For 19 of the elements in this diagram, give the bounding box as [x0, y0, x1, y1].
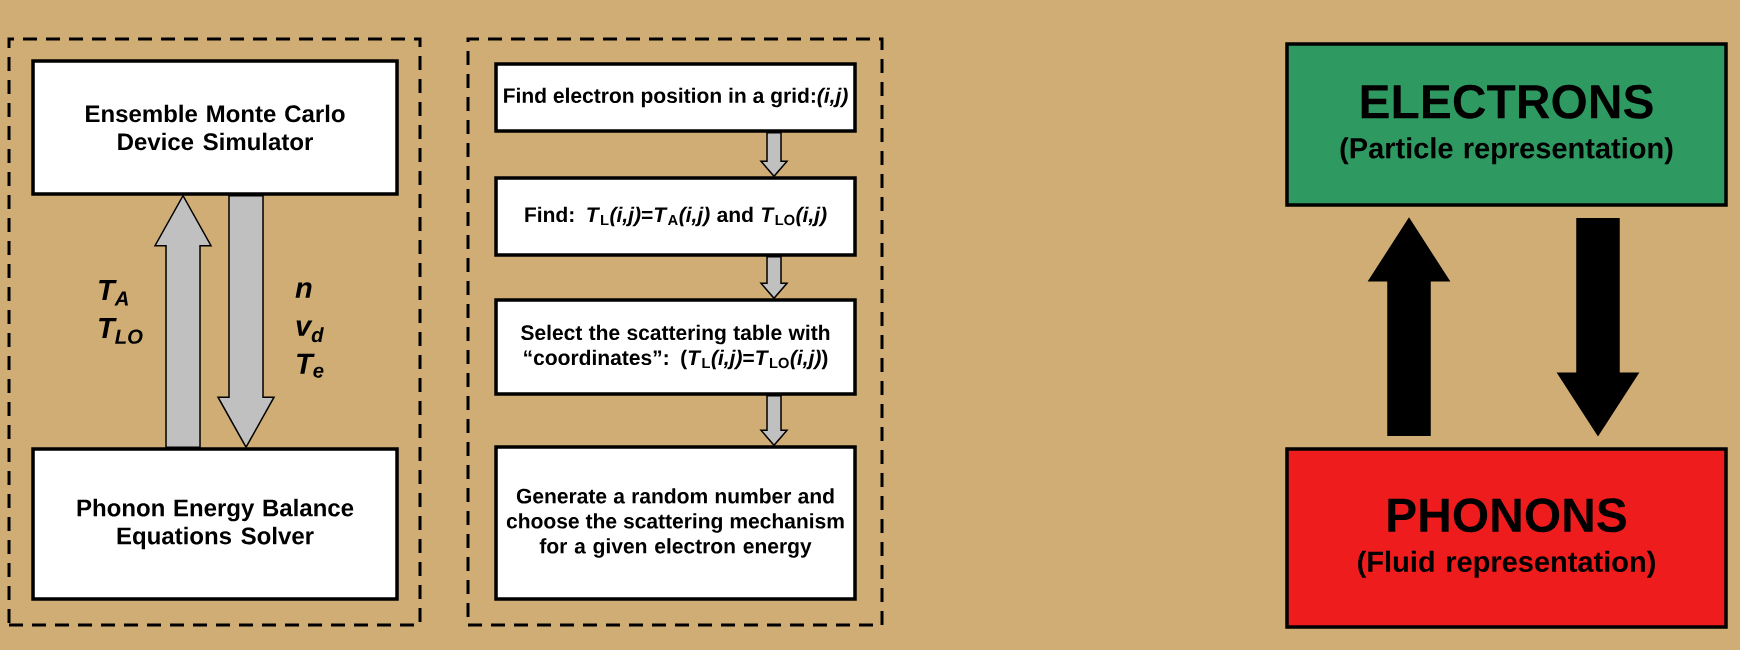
process-box: Ensemble Monte Carlo Device Simulator [31, 59, 399, 196]
edge-label: T$_{A}$ T$_{LO}$ [95, 278, 161, 346]
block-arrow [153, 194, 213, 448]
block-arrow [759, 132, 789, 178]
process-box: Select the scattering table with “coordinates”: (T$_{L}$(i,j)=T$_{LO}$(i,j)) [494, 298, 857, 396]
process-box: Phonon Energy Balance Equations Solver [31, 447, 399, 601]
block-arrow [759, 395, 789, 447]
process-box: Generate a random number and choose the scattering mechanism for a given electron energy [494, 445, 857, 601]
dashed-frame [466, 37, 884, 627]
group-box: ELECTRONS (Particle representation) [1285, 42, 1728, 207]
dashed-frame [7, 37, 422, 627]
edge-label: n v$_{d}$ T$_{e}$ [293, 280, 331, 380]
process-box: Find: T$_{L}$(i,j)=T$_{A}$(i,j) and T$_{LO}$(i,j) [494, 176, 857, 257]
group-box: PHONONS (Fluid representation) [1285, 447, 1728, 629]
block-arrow [216, 195, 276, 449]
block-arrow [759, 256, 789, 300]
process-box: Find electron position in a grid:(i,j) [494, 62, 857, 133]
block-arrow [1367, 217, 1451, 436]
block-arrow [1556, 218, 1640, 437]
